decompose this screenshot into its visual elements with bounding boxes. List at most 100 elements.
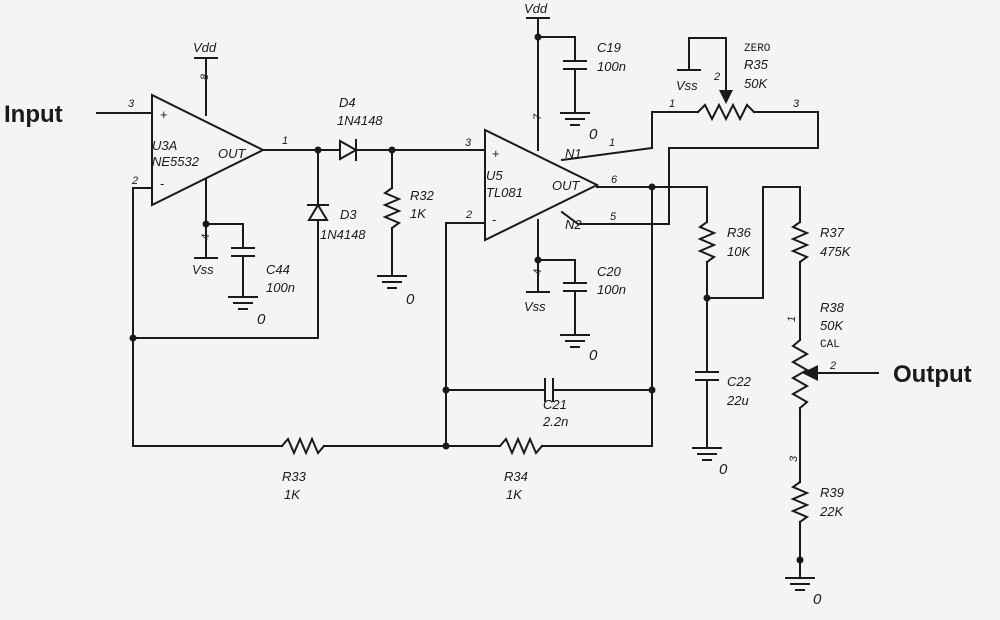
r39-ref: R39 [820, 485, 844, 500]
resistor-r39 [790, 480, 810, 524]
u5-pin6: 6 [611, 174, 618, 186]
r35-pin3: 3 [793, 98, 800, 110]
c44-value: 100n [266, 280, 295, 295]
d4-ref: D4 [339, 95, 356, 110]
wire-c19-top [537, 36, 576, 62]
u3a-pin1: 1 [282, 135, 288, 147]
wire-u5-out [596, 186, 708, 223]
u5-pin4: 4 [532, 269, 544, 275]
r38-pin1: 1 [786, 316, 798, 322]
resistor-r33 [280, 436, 326, 456]
resistor-r34 [498, 436, 544, 456]
d3-ref: D3 [340, 207, 357, 222]
gnd-label-c44: 0 [257, 311, 266, 328]
u5-n2-label: N2 [565, 217, 582, 232]
r32-ref: R32 [410, 188, 435, 203]
resistor-r38 [790, 338, 810, 410]
r37-value: 475K [820, 244, 852, 259]
c20-value: 100n [597, 282, 626, 297]
u5-part: TL081 [486, 185, 523, 200]
c19-ref: C19 [597, 40, 621, 55]
c20-ref: C20 [597, 264, 622, 279]
r37-ref: R37 [820, 225, 845, 240]
wire-c44-top [205, 223, 244, 249]
resistor-r37 [790, 220, 810, 264]
diode-d4 [339, 139, 359, 161]
wire-bottom-left [132, 337, 283, 447]
gnd-label-r39: 0 [813, 591, 822, 608]
r35-ref: R35 [744, 57, 769, 72]
resistor-r36 [697, 220, 717, 264]
c19-value: 100n [597, 59, 626, 74]
u5-ref: U5 [486, 168, 503, 183]
u5-pin7: 7 [532, 113, 544, 120]
r38-note: CAL [820, 339, 840, 351]
diode-d3 [307, 203, 329, 221]
d4-part: 1N4148 [337, 113, 383, 128]
r38-pin2: 2 [829, 360, 836, 372]
r39-value: 22K [819, 504, 844, 519]
vss-label-u5: Vss [524, 299, 546, 314]
wire-r35-wiper [688, 37, 727, 99]
ground-c44 [228, 296, 258, 310]
ground-r39 [785, 577, 815, 591]
opamp-u5: + - U5 TL081 OUT N1 N2 [484, 128, 600, 242]
u3a-ref: U3A [152, 138, 177, 153]
r36-value: 10K [727, 244, 751, 259]
u5-pin5: 5 [610, 211, 617, 223]
vss-label-r35: Vss [676, 78, 698, 93]
junction-bottom [442, 442, 450, 450]
r36-ref: R36 [727, 225, 752, 240]
gnd-label-r32: 0 [406, 291, 415, 308]
gnd-label-c20: 0 [589, 347, 598, 364]
u5-pin2: 2 [465, 209, 472, 221]
wire-r35-pin3 [668, 111, 819, 161]
wire-u5-minus [445, 222, 486, 447]
u5-pin3: 3 [465, 137, 472, 149]
c21-value: 2.2n [542, 414, 568, 429]
u3a-pin2: 2 [131, 175, 138, 187]
r34-ref: R34 [504, 469, 528, 484]
u3a-out-label: OUT [218, 146, 247, 161]
c22-ref: C22 [727, 374, 752, 389]
u3a-minus-sign: - [160, 176, 164, 191]
c22-value: 22u [726, 393, 749, 408]
c21-ref: C21 [543, 397, 567, 412]
resistor-r35 [696, 102, 756, 122]
vss-label-u3a: Vss [192, 262, 214, 277]
r35-value: 50K [744, 76, 768, 91]
r38-pin3: 3 [788, 455, 800, 462]
wire-r36-r37 [706, 186, 801, 299]
wire-u3a-minus [132, 187, 153, 339]
r38-wiper-arrow [802, 365, 818, 381]
r35-note: ZERO [744, 43, 771, 55]
vdd-label-u3a: Vdd [193, 40, 217, 55]
u3a-pin4: 4 [200, 234, 212, 240]
u5-out-label: OUT [552, 178, 581, 193]
ground-c22 [692, 447, 722, 461]
u5-pin1: 1 [609, 137, 615, 149]
u3a-pin3: 3 [128, 98, 135, 110]
wire-n2 [560, 159, 670, 225]
input-label: Input [4, 101, 63, 128]
r38-ref: R38 [820, 300, 845, 315]
junction-r39-gnd [796, 556, 804, 564]
gnd-label-c19: 0 [589, 126, 598, 143]
u5-plus-sign: + [492, 146, 500, 161]
wire-n1 [560, 111, 699, 162]
r38-value: 50K [820, 318, 844, 333]
ground-c19 [560, 112, 590, 126]
opamp-u3a: + - U3A NE5532 OUT [151, 93, 266, 207]
output-label: Output [893, 361, 972, 388]
r33-value: 1K [284, 487, 301, 502]
ground-r32 [377, 275, 407, 289]
vdd-label-u5: Vdd [524, 1, 548, 16]
r33-ref: R33 [282, 469, 307, 484]
gnd-label-c22: 0 [719, 461, 728, 478]
ground-c20 [560, 334, 590, 348]
u3a-plus-sign: + [160, 107, 168, 122]
u3a-part: NE5532 [152, 154, 200, 169]
r34-value: 1K [506, 487, 523, 502]
